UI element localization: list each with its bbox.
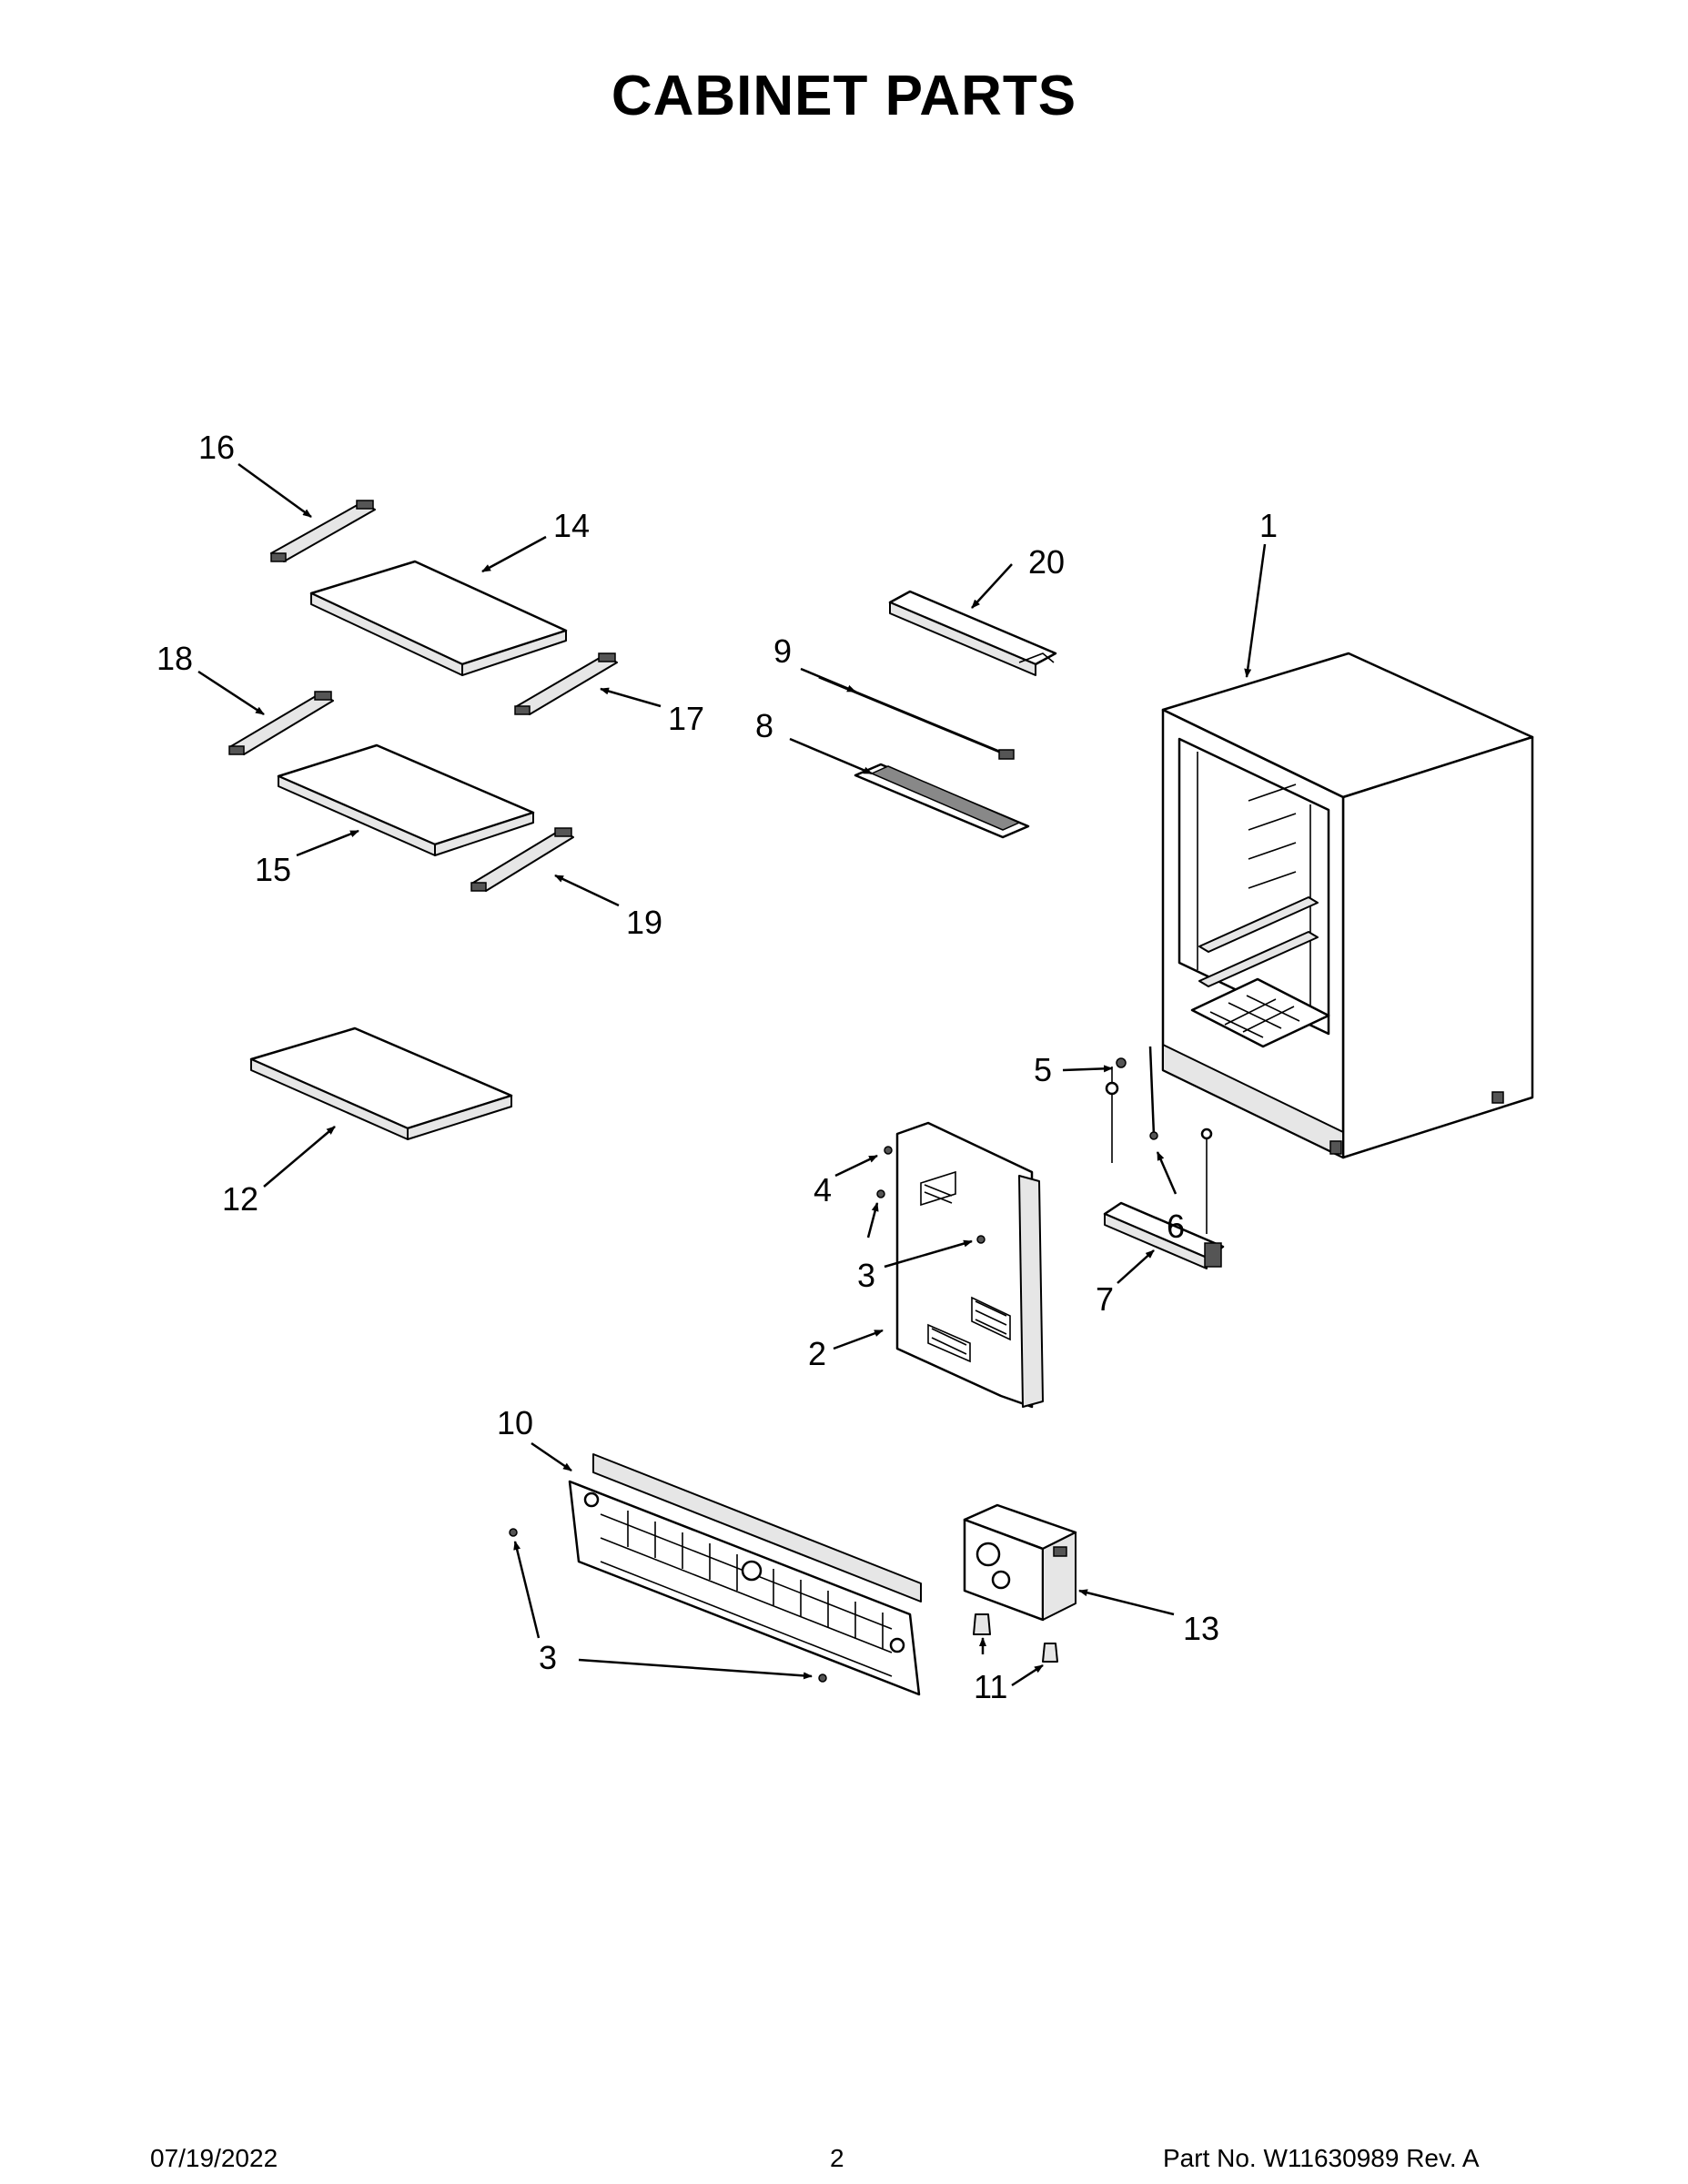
page-title: CABINET PARTS [611, 65, 1077, 127]
callout-7: 7 [1096, 1280, 1114, 1318]
callout-3-grille: 3 [539, 1639, 557, 1676]
screw-3-grille-left [509, 1528, 518, 1537]
part-15-glass-shelf[interactable] [277, 743, 535, 856]
screw-3-grille-right [818, 1673, 827, 1683]
part-1-cabinet[interactable] [1161, 652, 1534, 1159]
callout-6: 6 [1167, 1208, 1185, 1245]
part-13-control-box[interactable] [963, 1503, 1077, 1622]
part-11-leveling-leg[interactable] [973, 1613, 1058, 1663]
callout-leaders [197, 462, 1267, 1687]
callout-17: 17 [668, 700, 704, 737]
callout-14: 14 [553, 507, 590, 544]
callout-13: 13 [1183, 1610, 1219, 1647]
callout-19: 19 [626, 904, 662, 941]
callout-1: 1 [1259, 507, 1278, 544]
footer-date: 07/19/2022 [150, 2144, 278, 2172]
callout-8: 8 [755, 707, 773, 744]
part-4-screw [876, 1146, 893, 1198]
part-16-shelf-trim[interactable] [270, 500, 376, 562]
callout-15: 15 [255, 851, 291, 888]
part-19-shelf-trim[interactable] [470, 827, 574, 892]
part-20-light-cover[interactable] [888, 590, 1057, 676]
callout-4: 4 [814, 1171, 832, 1208]
footer-page-number: 2 [830, 2144, 844, 2172]
callout-16: 16 [198, 429, 235, 466]
part-5-thermistor[interactable] [1105, 1057, 1127, 1163]
part-8-led-light[interactable] [854, 763, 1030, 839]
callout-3-panel: 3 [857, 1257, 875, 1294]
callout-2: 2 [808, 1335, 826, 1372]
callout-5: 5 [1034, 1051, 1052, 1088]
callout-11: 11 [974, 1668, 1007, 1705]
callout-18: 18 [157, 640, 193, 677]
part-2-rear-access-cover[interactable] [895, 1121, 1044, 1409]
callout-10: 10 [497, 1404, 533, 1441]
part-18-shelf-trim[interactable] [228, 691, 334, 755]
callout-12: 12 [222, 1180, 258, 1218]
part-17-shelf-trim[interactable] [514, 652, 618, 715]
part-14-glass-shelf[interactable] [309, 560, 568, 676]
callout-20: 20 [1028, 543, 1065, 581]
callout-9: 9 [773, 632, 792, 670]
callout-labels: 16 14 18 17 15 19 12 20 9 8 1 5 6 7 4 3 … [157, 429, 1278, 1705]
part-10-toe-grille[interactable] [568, 1453, 922, 1696]
part-6-wire[interactable] [1148, 1046, 1213, 1234]
part-7-heater-bracket[interactable] [1103, 1201, 1225, 1269]
screw-3-panel [976, 1235, 986, 1244]
footer-part-number: Part No. W11630989 Rev. A [1163, 2144, 1480, 2172]
part-12-glass-shelf[interactable] [249, 1026, 513, 1140]
